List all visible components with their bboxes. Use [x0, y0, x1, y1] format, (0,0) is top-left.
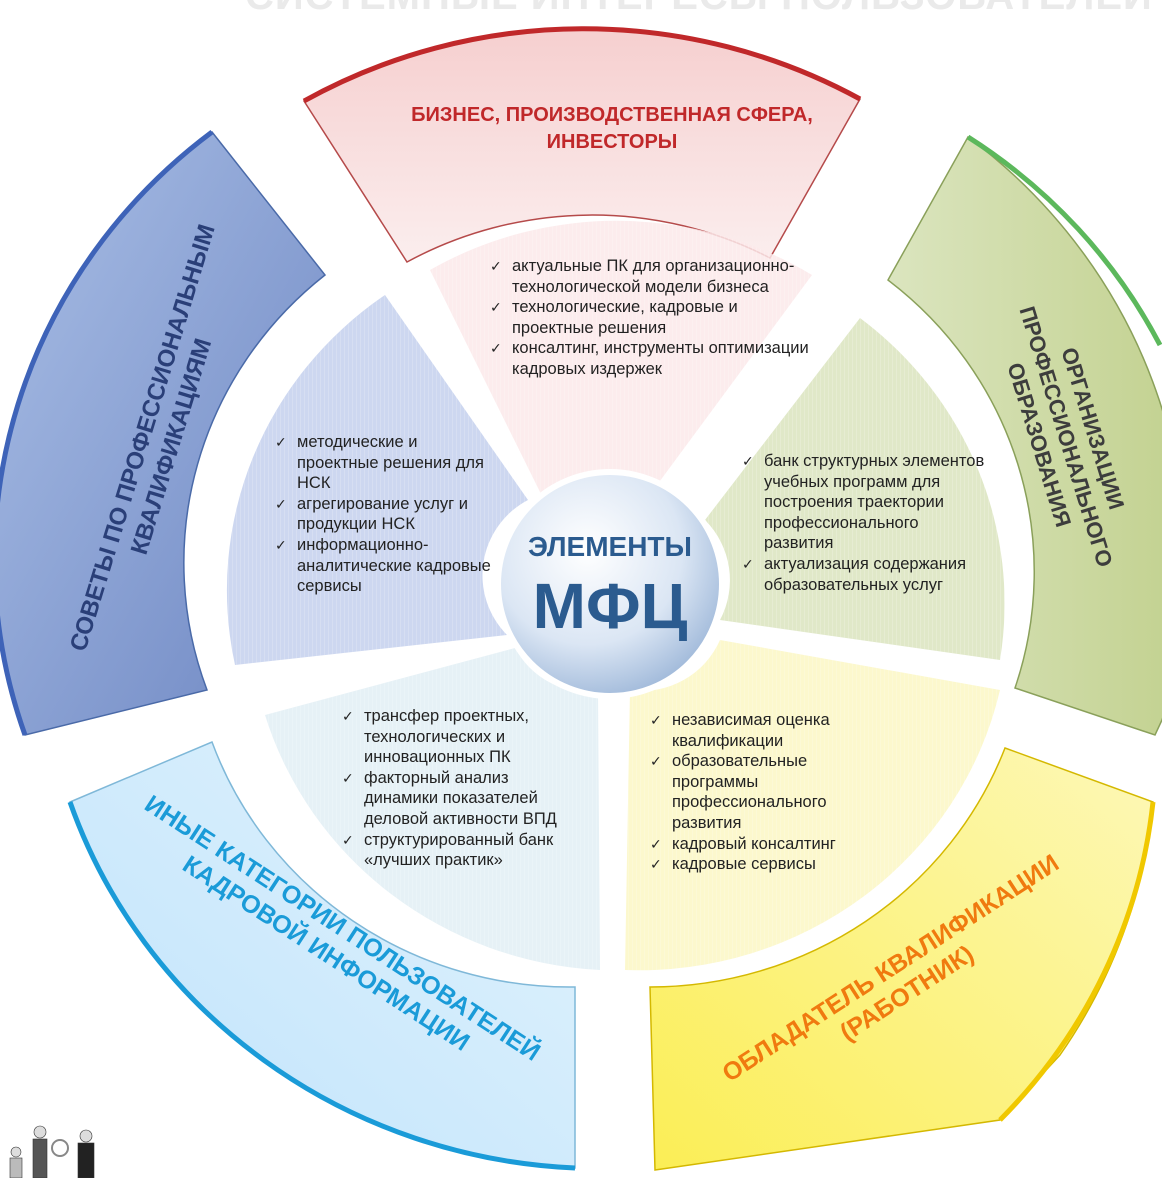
segment-education-outer — [887, 135, 1162, 736]
other-users-items: трансфер проектных, технологических и ин… — [342, 706, 587, 871]
councils-item: агрегирование услуг и продукции НСК — [275, 494, 495, 535]
other-users-item: трансфер проектных, технологических и ин… — [342, 706, 587, 768]
education-item: актуализация содержания образовательных … — [742, 554, 992, 595]
business-item: технологические, кадровые и проектные ре… — [490, 297, 810, 338]
worker-item: кадровые сервисы — [650, 854, 880, 875]
center-line-2: МФЦ — [533, 570, 688, 642]
business-label-line-2: ИНВЕСТОРЫ — [547, 131, 678, 153]
center-line-1: ЭЛЕМЕНТЫ — [528, 531, 692, 562]
worker-items: независимая оценка квалификации образова… — [650, 710, 880, 875]
business-item: консалтинг, инструменты оптимизации кадр… — [490, 338, 810, 379]
other-users-item: факторный анализ динамики показателей де… — [342, 768, 587, 830]
other-users-item: структурированный банк «лучших практик» — [342, 830, 587, 871]
header-text: СИСТЕМНЫЕ ИНТЕРЕСЫ ПОЛЬЗОВАТЕЛЕЙ — [245, 0, 1162, 14]
worker-item: независимая оценка квалификации — [650, 710, 880, 751]
business-item: актуальные ПК для организационно-техноло… — [490, 256, 810, 297]
councils-item: информационно-аналитические кадровые сер… — [275, 535, 495, 597]
business-items: актуальные ПК для организационно-техноло… — [490, 256, 810, 380]
people-illustration — [9, 1125, 95, 1178]
councils-items: методические и проектные решения для НСК… — [275, 432, 495, 597]
worker-item: кадровый консалтинг — [650, 834, 880, 855]
education-items: банк структурных элементов учебных прогр… — [742, 451, 992, 595]
business-label-line-1: БИЗНЕС, ПРОИЗВОДСТВЕННАЯ СФЕРА, — [411, 104, 813, 126]
education-item: банк структурных элементов учебных прогр… — [742, 451, 992, 554]
worker-item: образовательные программы профессиональн… — [650, 751, 880, 833]
center-circle — [495, 469, 725, 699]
councils-item: методические и проектные решения для НСК — [275, 432, 495, 494]
